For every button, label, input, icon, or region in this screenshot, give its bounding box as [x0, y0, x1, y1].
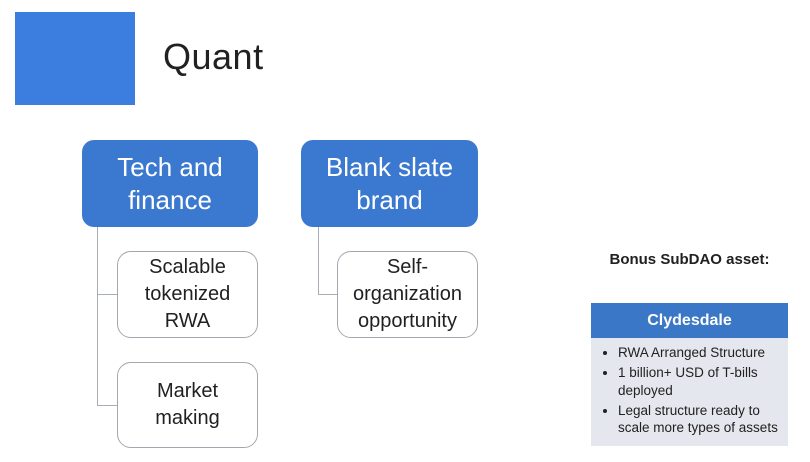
diagram-node-blank-slate-brand: Blank slate brand [301, 140, 478, 227]
clydesdale-card-title: Clydesdale [591, 303, 788, 338]
connector-line-vertical-left [97, 227, 98, 405]
list-item: Legal structure ready to scale more type… [618, 402, 782, 437]
diagram-node-market-making: Market making [117, 362, 258, 448]
connector-line-branch [97, 405, 117, 406]
clydesdale-card-body: RWA Arranged Structure 1 billion+ USD of… [591, 338, 788, 447]
diagram-node-tech-and-finance: Tech and finance [82, 140, 258, 227]
connector-line-branch [97, 294, 117, 295]
list-item: 1 billion+ USD of T-bills deployed [618, 364, 782, 399]
diagram-node-scalable-tokenized-rwa: Scalable tokenized RWA [117, 251, 258, 338]
connector-line-vertical-right [318, 227, 319, 294]
bonus-subdao-heading: Bonus SubDAO asset: [609, 251, 770, 268]
brand-logo-square [15, 12, 135, 105]
connector-line-branch [318, 294, 337, 295]
page-title: Quant [163, 36, 264, 77]
clydesdale-bullet-list: RWA Arranged Structure 1 billion+ USD of… [603, 344, 782, 436]
clydesdale-card: Clydesdale RWA Arranged Structure 1 bill… [591, 303, 788, 447]
list-item: RWA Arranged Structure [618, 344, 782, 361]
diagram-node-self-organization-opportunity: Self-organization opportunity [337, 251, 478, 338]
